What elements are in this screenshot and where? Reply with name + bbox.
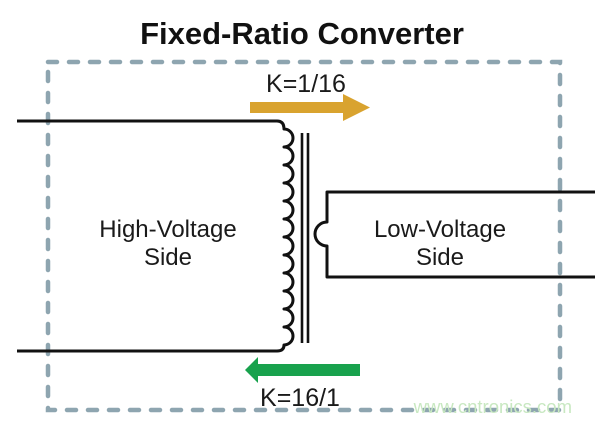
high-voltage-side-label-line1: High-Voltage xyxy=(99,216,236,243)
forward-power-arrow-icon xyxy=(250,94,370,121)
watermark-text: www.cntronics.com xyxy=(413,396,572,417)
low-voltage-side-label-line1: Low-Voltage xyxy=(374,216,506,243)
reverse-power-arrow-icon xyxy=(245,357,360,383)
reverse-ratio-label: K=16/1 xyxy=(260,384,340,412)
low-voltage-loop-and-secondary-winding xyxy=(313,190,595,279)
diagram-title: Fixed-Ratio Converter xyxy=(140,16,464,51)
high-voltage-loop-and-primary-winding xyxy=(17,119,295,353)
converter-boundary-box xyxy=(45,59,563,413)
low-voltage-side-label-line2: Side xyxy=(416,244,464,271)
high-voltage-side-label-line2: Side xyxy=(144,244,192,271)
forward-ratio-label: K=1/16 xyxy=(266,70,346,98)
